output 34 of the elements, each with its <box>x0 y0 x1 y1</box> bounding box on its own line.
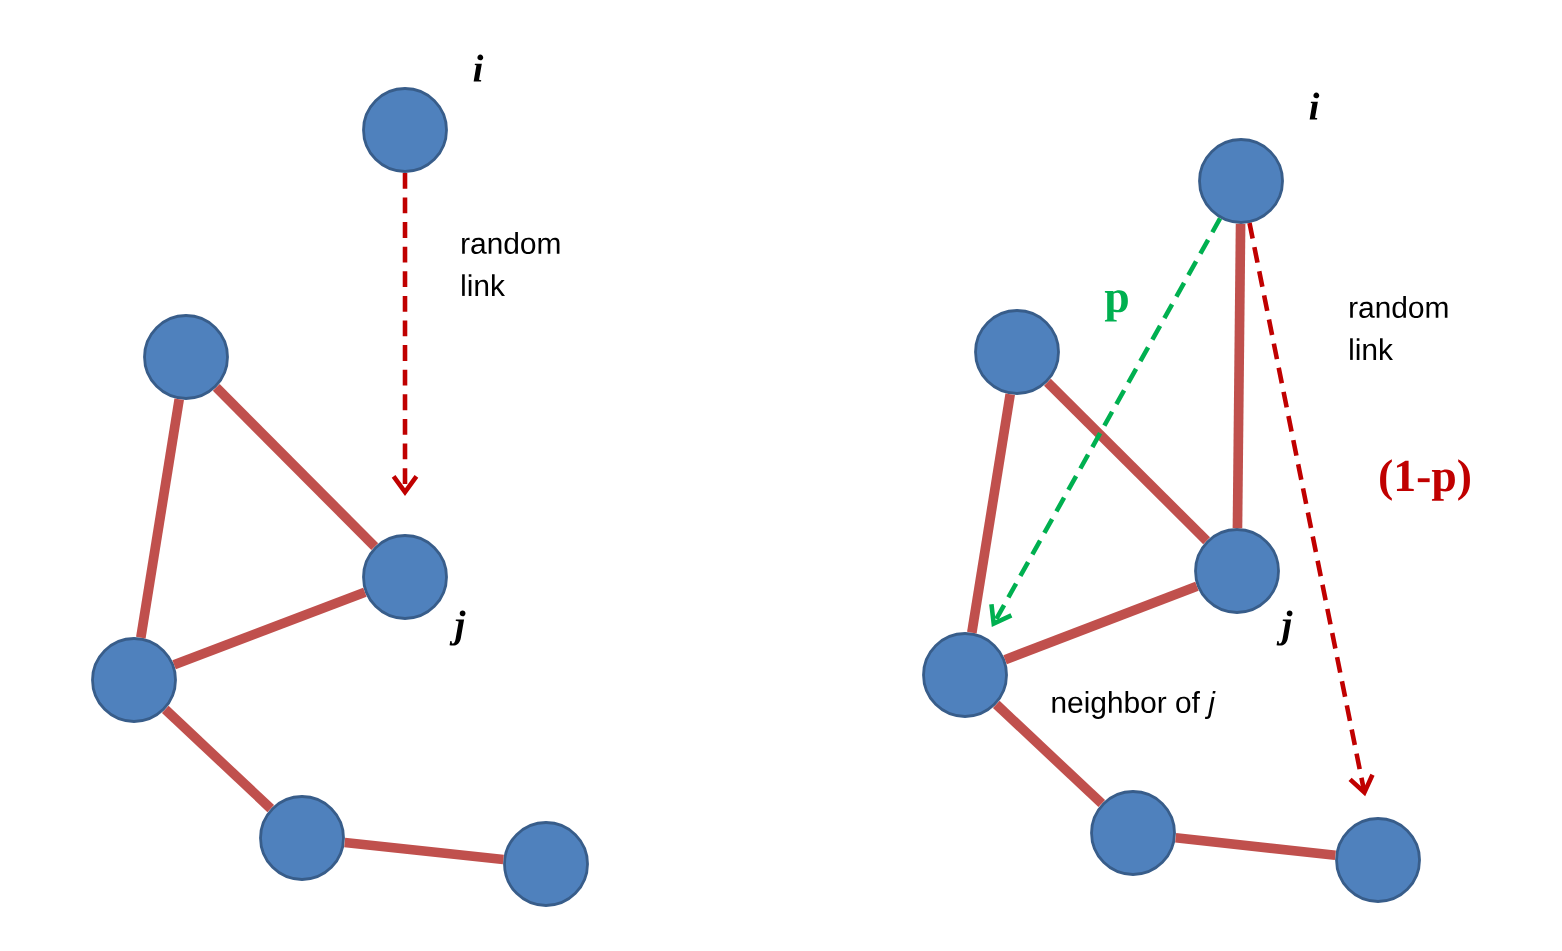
link-line <box>1175 832 1336 861</box>
link-line <box>1003 581 1199 665</box>
vertex-label: i <box>1309 92 1320 120</box>
arrow <box>391 172 419 497</box>
arrow <box>1247 222 1375 797</box>
vertex-label: j <box>1276 610 1293 646</box>
link-line <box>1232 223 1246 529</box>
link-line <box>136 398 184 639</box>
vertex-circle <box>362 534 448 620</box>
link-line <box>172 587 367 670</box>
vertex-label: i <box>473 54 484 82</box>
vertex-circle <box>91 637 177 723</box>
edge-label: (1-p) <box>1380 459 1470 501</box>
edge-label: p <box>1104 290 1128 322</box>
vertex-circle <box>922 632 1008 718</box>
link-line <box>967 393 1015 634</box>
link-line <box>1044 378 1211 545</box>
vertex-circle <box>1198 138 1284 224</box>
vertex-circle <box>362 87 448 173</box>
link-line <box>212 384 379 550</box>
note-label: random link <box>1350 296 1448 360</box>
link-line <box>992 700 1106 808</box>
edge-label: random link <box>462 232 560 296</box>
vertex-circle <box>503 821 589 907</box>
link-line <box>161 705 275 813</box>
vertex-circle <box>1090 790 1176 876</box>
vertex-circle <box>974 309 1060 395</box>
vertex-circle <box>143 314 229 400</box>
arrow <box>989 217 1223 628</box>
vertex-circle <box>259 795 345 881</box>
vertex-label: j <box>449 610 466 646</box>
link-line <box>344 837 504 865</box>
vertex-label: neighbor of j <box>1052 691 1216 719</box>
vertex-circle <box>1335 817 1421 903</box>
